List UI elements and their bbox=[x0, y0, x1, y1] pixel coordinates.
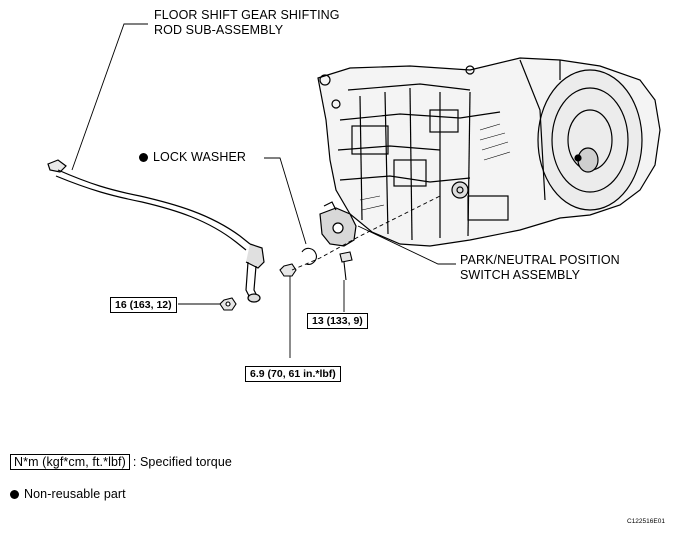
shifting-rod-illustration bbox=[47, 159, 265, 303]
fastener-parts bbox=[219, 247, 353, 311]
legend-unit-desc: : Specified torque bbox=[132, 455, 232, 469]
rod-assembly-label-line2: ROD SUB-ASSEMBLY bbox=[154, 23, 284, 37]
torque-box-shaft-nut: 6.9 (70, 61 in.*lbf) bbox=[245, 366, 341, 382]
transmission-illustration bbox=[317, 57, 661, 247]
legend-unit-box: N*m (kgf*cm, ft.*lbf) bbox=[10, 454, 130, 470]
leader-lines bbox=[71, 23, 456, 358]
alignment-dashline bbox=[291, 195, 441, 271]
legend-bullet-icon bbox=[10, 490, 19, 499]
torque-box-nut: 16 (163, 12) bbox=[110, 297, 177, 313]
neutral-switch-illustration bbox=[319, 201, 357, 247]
figure-code: C122516E01 bbox=[627, 518, 665, 525]
switch-label-line2: SWITCH ASSEMBLY bbox=[460, 268, 581, 282]
non-reusable-bullet-icon bbox=[139, 153, 148, 162]
legend-nonreusable-text: Non-reusable part bbox=[24, 487, 126, 501]
torque-box-bolt: 13 (133, 9) bbox=[307, 313, 368, 329]
switch-label-line1: PARK/NEUTRAL POSITION bbox=[460, 253, 620, 267]
lock-washer-label: LOCK WASHER bbox=[139, 150, 246, 165]
legend-nonreusable: Non-reusable part bbox=[10, 487, 126, 502]
legend-torque: N*m (kgf*cm, ft.*lbf): Specified torque bbox=[10, 454, 232, 470]
rod-assembly-label-line1: FLOOR SHIFT GEAR SHIFTING bbox=[154, 8, 340, 22]
lock-washer-text: LOCK WASHER bbox=[153, 150, 247, 164]
